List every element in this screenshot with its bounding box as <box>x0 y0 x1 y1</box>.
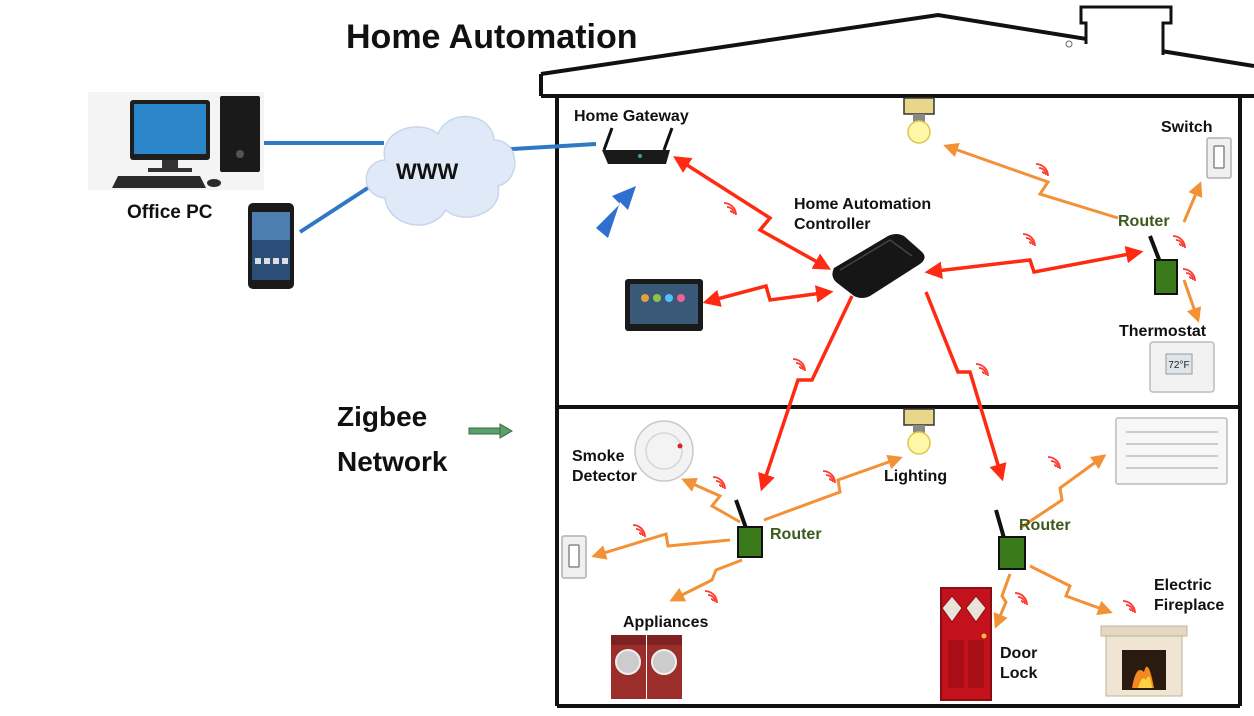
controller-label-line1: Home Automation <box>794 196 932 213</box>
door-lock-label-line1: Door <box>1000 645 1038 662</box>
door-icon <box>940 587 992 701</box>
cloud-icon <box>365 115 516 226</box>
internet-links <box>262 141 597 234</box>
wifi-icon <box>723 202 737 216</box>
wifi-icon <box>632 524 646 538</box>
zigbee-label-line1: Zigbee <box>337 401 428 432</box>
gateway-icon <box>602 127 674 164</box>
router-label-top: Router <box>1118 213 1170 230</box>
smoke-detector-label: Smoke Detector <box>572 447 637 487</box>
wifi-icon <box>822 470 836 484</box>
wifi-icon <box>1182 268 1196 282</box>
router-icon <box>1148 235 1178 295</box>
wifi-icon <box>704 590 718 604</box>
desktop-computer-icon <box>88 92 264 190</box>
wall-switch-icon <box>561 535 587 579</box>
router-icon <box>994 509 1026 570</box>
controller-label: Home Automation Controller <box>794 195 931 235</box>
wifi-icon <box>1014 592 1028 606</box>
thermostat-label: Thermostat <box>1119 323 1207 340</box>
fireplace-icon <box>1100 625 1188 697</box>
lighting-label: Lighting <box>884 468 948 485</box>
light-bulb-icon <box>903 408 935 455</box>
thermostat-display: 72°F <box>1168 360 1189 371</box>
switch-label: Switch <box>1161 119 1213 136</box>
home-gateway-label: Home Gateway <box>574 108 689 125</box>
appliances-label: Appliances <box>623 614 709 631</box>
smartphone-icon <box>248 203 294 289</box>
router-label-bottom-left: Router <box>770 526 822 543</box>
smoke-detector-icon <box>634 420 694 482</box>
router-label-bottom-right: Router <box>1019 517 1071 534</box>
washer-dryer-icon <box>611 635 682 699</box>
zigbee-network-label: Zigbee Network <box>337 395 447 485</box>
wifi-icon <box>1122 600 1136 614</box>
zigbee-label-line2: Network <box>337 445 448 477</box>
wifi-icon <box>975 363 989 377</box>
wifi-icon <box>792 358 806 372</box>
door-lock-label: Door Lock <box>1000 644 1037 684</box>
electric-fireplace-label: Electric Fireplace <box>1154 576 1224 616</box>
smoke-detector-label-line2: Detector <box>572 468 637 485</box>
controller-hub-icon <box>832 234 925 298</box>
device-links <box>591 142 1203 629</box>
wifi-icon <box>1035 163 1049 177</box>
wall-switch-icon <box>1206 137 1232 179</box>
wifi-icon <box>1022 233 1036 247</box>
controller-links <box>673 156 1144 492</box>
wifi-icon <box>1172 235 1186 249</box>
arrow-right-icon <box>468 423 513 439</box>
cloud-label: WWW <box>396 159 459 184</box>
tablet-icon <box>625 279 703 331</box>
wifi-icon <box>1047 456 1061 470</box>
thermostat-icon: 72°F <box>1149 341 1215 393</box>
smoke-detector-label-line1: Smoke <box>572 448 625 465</box>
office-pc-label: Office PC <box>127 202 213 223</box>
arrow-pointer-icon <box>596 186 636 238</box>
air-conditioner-icon <box>1115 417 1228 485</box>
diagram-title: Home Automation <box>346 18 638 56</box>
electric-fireplace-label-line2: Fireplace <box>1154 597 1225 614</box>
door-lock-label-line2: Lock <box>1000 665 1038 682</box>
wifi-icon <box>712 476 726 490</box>
router-icon <box>734 499 763 558</box>
electric-fireplace-label-line1: Electric <box>1154 577 1212 594</box>
chimney <box>1065 5 1173 55</box>
controller-label-line2: Controller <box>794 216 871 233</box>
light-bulb-icon <box>903 97 935 144</box>
